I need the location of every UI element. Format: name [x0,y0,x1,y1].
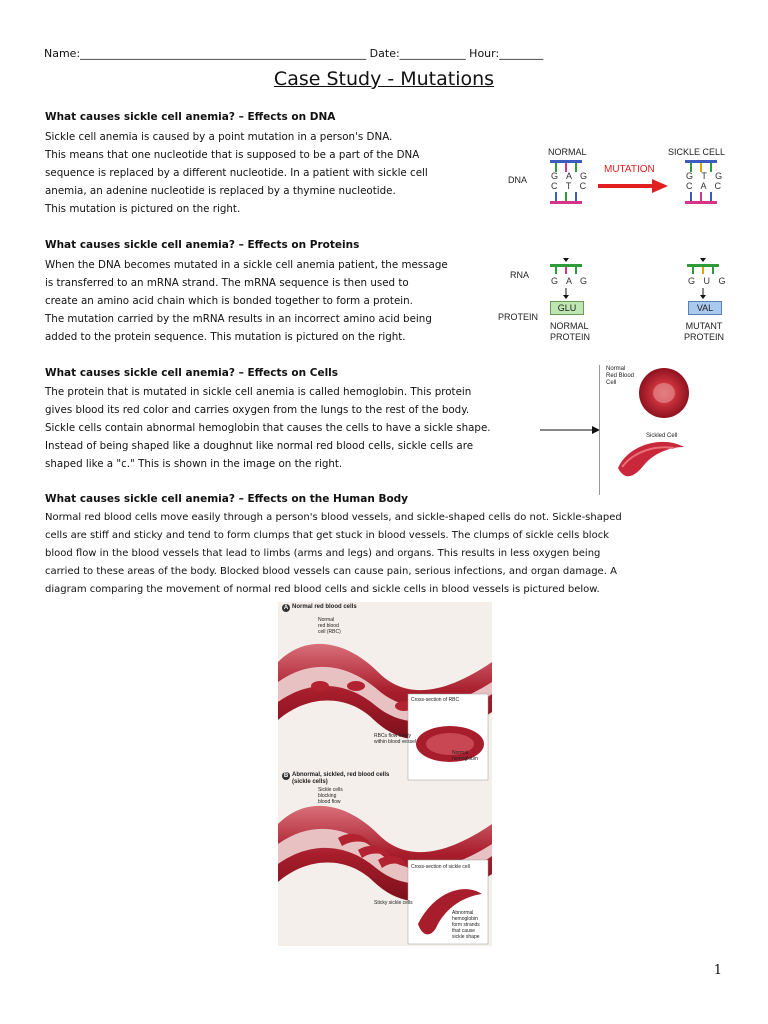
page-number: 1 [713,963,722,978]
dna-normal-label: NORMAL [548,147,587,157]
dna-sickle-strand [683,160,719,204]
mutant-protein-caption: MUTANT PROTEIN [682,321,726,343]
pointer-arrow-icon [540,420,600,434]
panel-a-cross-title: Cross-section of RBC [411,697,460,703]
panel-b-callout: Sickle cells blocking blood flow [318,787,343,805]
label-line: red blood [318,623,339,629]
panel-b-abnormal-label: Abnormal hemoglobin form strands that ca… [452,910,480,940]
text-line: blood flow in the blood vessels that lea… [45,548,601,560]
hour-label: Hour: [469,47,500,60]
paragraph-dna: Sickle cell anemia is caused by a point … [45,128,428,218]
text-line: Instead of being shaped like a doughnut … [45,440,474,453]
label-line: cell (RBC) [318,629,341,635]
paragraph-proteins: When the DNA becomes mutated in a sickle… [45,256,448,346]
text-line: This mutation is pictured on the right. [45,203,241,216]
label-line: RBCs flow freely [374,733,411,739]
protein-row-label: PROTEIN [498,312,539,322]
caption-line: MUTANT [685,321,723,331]
panel-b-letter: B [282,772,290,780]
dna-normal-top: G A G [551,171,591,181]
dna-normal-strand [548,160,584,204]
rna-mutant-seq: G U G [688,276,729,286]
caption-line: PROTEIN [683,332,724,342]
dna-row-label: DNA [508,175,528,185]
label-line: Abnormal, sickled, red blood cells [292,772,390,778]
heading-proteins: What causes sickle cell anemia? – Effect… [45,239,360,251]
label-line: Normal [452,750,469,756]
text-line: sequence is replaced by a different nucl… [45,167,428,180]
label-line: Cell [606,380,617,386]
cells-figure [599,365,720,495]
vessel-figure [278,602,492,946]
label-line: that cause [452,928,476,934]
text-line: The mutation carried by the mRNA results… [45,313,432,326]
text-line: create an amino acid chain which is bond… [45,295,413,308]
date-label: Date: [369,47,400,60]
rna-normal-seq: G A G [551,276,591,286]
name-label: Name: [44,47,81,60]
panel-b-cross-title: Cross-section of sickle cell [411,864,470,870]
panel-b-title: Abnormal, sickled, red blood cells (sick… [292,772,389,786]
panel-a-letter: A [282,604,290,612]
paragraph-body: Normal red blood cells move easily throu… [45,509,622,599]
panel-a-hemoglobin-label: Normal hemoglobin [452,750,478,762]
label-line: Normal [606,366,626,372]
page-title: Case Study - Mutations [273,68,495,90]
label-line: within blood vessel [374,739,416,745]
rna-mutant-strand [685,258,721,314]
text-line: Normal red blood cells move easily throu… [45,512,622,523]
label-line: form strands [452,922,480,928]
caption-line: NORMAL [550,321,589,331]
text-line: When the DNA becomes mutated in a sickle… [45,259,448,271]
label-line: Normal [318,617,335,623]
label-line: sickle shape [452,934,480,940]
heading-body: What causes sickle cell anemia? – Effect… [45,493,409,505]
text-line: anemia, an adenine nucleotide is replace… [45,185,396,198]
label-line: (sickle cells) [292,779,328,785]
label-line: blocking [318,793,337,799]
date-blank[interactable]: ____________ [399,47,466,60]
paragraph-cells: The protein that is mutated in sickle ce… [45,383,491,473]
panel-a-flow-label: RBCs flow freely within blood vessel [374,733,416,745]
rna-normal-strand [548,258,584,314]
text-line: Sickle cell anemia is caused by a point … [45,131,393,143]
normal-protein-caption: NORMAL PROTEIN [550,321,591,343]
dna-sickle-label: SICKLE CELL [668,147,726,157]
mutation-arrow-icon [598,178,668,193]
dna-sickle-bottom: C A C [686,181,725,191]
label-line: hemoglobin [452,916,478,922]
hour-blank[interactable]: ________ [499,47,544,60]
label-line: blood flow [318,799,341,805]
text-line: This means that one nucleotide that is s… [45,149,420,162]
text-line: added to the protein sequence. This muta… [45,331,406,344]
heading-dna: What causes sickle cell anemia? – Effect… [45,111,336,123]
text-line: diagram comparing the movement of normal… [45,584,600,596]
header-line: Name:___________________________________… [44,47,543,60]
dna-sickle-top: G T G [686,171,726,181]
label-line: Red Blood [606,373,635,379]
text-line: carried to these areas of the body. Bloc… [45,566,617,578]
name-blank[interactable]: ________________________________________… [80,47,367,60]
panel-a-callout: Normal red blood cell (RBC) [318,617,341,635]
text-line: shaped like a "c." This is shown in the … [45,458,343,471]
heading-cells: What causes sickle cell anemia? – Effect… [45,367,339,379]
label-line: Abnormal [452,910,474,916]
text-line: cells are stiff and sticky and tend to f… [45,530,609,542]
panel-a-title: Normal red blood cells [292,604,357,610]
panel-b-sticky-label: Sticky sickle cells [374,900,413,906]
text-line: gives blood its red color and carries ox… [45,404,470,417]
sickled-cell-label: Sickled Cell [646,433,678,439]
caption-line: PROTEIN [550,332,591,342]
normal-rbc-label: Normal Red Blood Cell [606,366,634,387]
dna-normal-bottom: C T C [551,181,590,191]
label-line: hemoglobin [452,756,478,762]
text-line: Sickle cells contain abnormal hemoglobin… [45,422,491,435]
mutation-label: MUTATION [604,164,655,175]
mutant-amino-acid-box: VAL [688,301,722,315]
label-line: Sickle cells [318,787,343,793]
text-line: The protein that is mutated in sickle ce… [45,386,472,398]
rna-row-label: RNA [510,270,530,280]
normal-amino-acid-box: GLU [550,301,584,315]
text-line: is transferred to an mRNA strand. The mR… [45,277,409,290]
